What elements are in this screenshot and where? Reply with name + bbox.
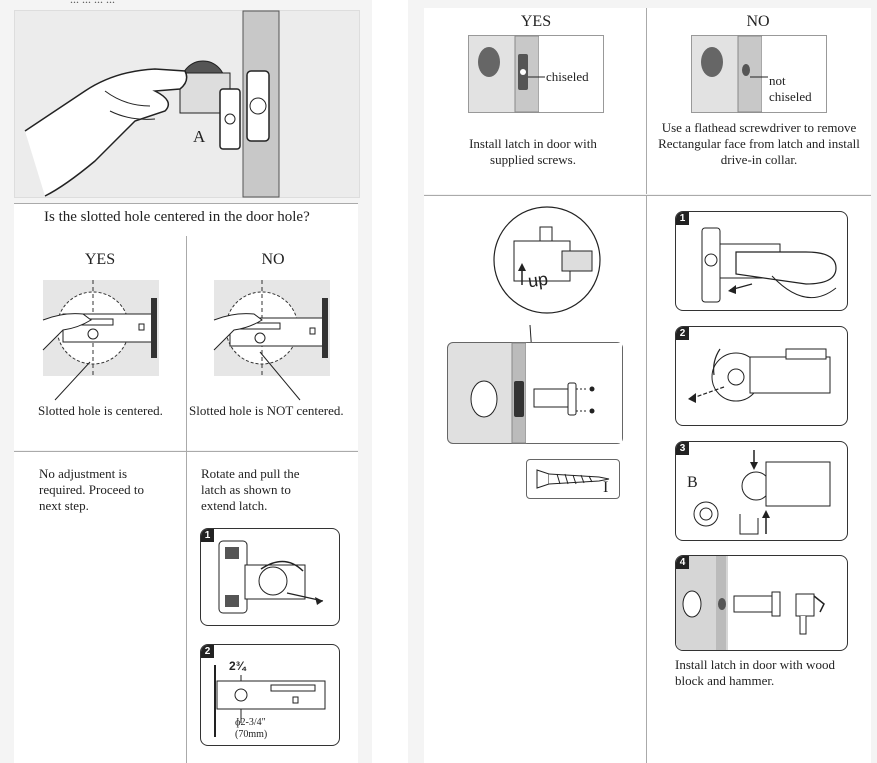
left-divider-2 xyxy=(14,451,358,452)
left-step1-badge: 1 xyxy=(201,529,214,542)
right-no-caption: Use a flathead screwdriver to remove Rec… xyxy=(658,120,860,167)
top-partial-text: ... ... ... ... xyxy=(70,0,115,7)
right-divider-1 xyxy=(424,195,871,196)
right-step3-label: B xyxy=(687,474,698,491)
question-text: Is the slotted hole centered in the door… xyxy=(44,209,310,225)
left-yes-diagram xyxy=(42,280,159,376)
left-yes-instruction: No adjustment is required. Proceed to ne… xyxy=(39,466,145,513)
right-yes-diagram xyxy=(468,35,604,113)
right-step2-box: 2 xyxy=(675,326,848,426)
right-step1-badge: 1 xyxy=(676,212,689,225)
right-step1-box: 1 xyxy=(675,211,848,311)
screw-label: I xyxy=(603,479,609,496)
right-step2-badge: 2 xyxy=(676,327,689,340)
left-step2-badge: 2 xyxy=(201,645,214,658)
left-step2-dim-bottom-1: ɸ2-3/4" xyxy=(235,717,266,728)
right-step3-badge: 3 xyxy=(676,442,689,455)
left-no-diagram xyxy=(213,280,330,376)
right-no-diagram xyxy=(691,35,827,113)
right-step4-box: 4 xyxy=(675,555,848,651)
left-no-header: NO xyxy=(261,251,285,268)
right-no-label-1: not xyxy=(769,73,786,88)
left-yes-pointer xyxy=(54,361,91,401)
left-yes-no-divider-lower xyxy=(186,452,187,763)
right-step3-box: B 3 xyxy=(675,441,848,541)
left-yes-caption: Slotted hole is centered. xyxy=(38,403,163,418)
left-divider-1 xyxy=(14,203,358,204)
left-step2-box: 2¾ ɸ2-3/4" (70mm) 2 xyxy=(200,644,340,746)
panel-a-illustration: A xyxy=(14,10,360,198)
left-step2-dim-top: 2¾ xyxy=(229,659,246,673)
left-no-instruction: Rotate and pull the latch as shown to ex… xyxy=(201,466,300,513)
left-step1-box: 1 xyxy=(200,528,340,626)
right-step4-badge: 4 xyxy=(676,556,689,569)
right-final-caption: Install latch in door with wood block an… xyxy=(675,657,835,688)
right-yes-caption: Install latch in door with supplied scre… xyxy=(469,136,597,167)
door-latch-drawing xyxy=(447,342,623,444)
up-zoom-circle xyxy=(493,206,601,384)
right-no-header: NO xyxy=(746,13,770,30)
left-yes-header: YES xyxy=(84,251,116,268)
left-step2-dim-bottom-2: (70mm) xyxy=(235,729,268,740)
right-lower-divider xyxy=(646,196,647,763)
left-no-caption: Slotted hole is NOT centered. xyxy=(189,403,344,418)
screw-box: I xyxy=(526,459,620,499)
right-yes-label: chiseled xyxy=(546,69,589,84)
label-a: A xyxy=(193,127,206,146)
hand-latch-drawing xyxy=(24,10,280,198)
right-yes-header: YES xyxy=(520,13,552,30)
right-no-label-2: chiseled xyxy=(769,89,812,104)
right-yes-no-divider xyxy=(646,8,647,194)
left-no-pointer xyxy=(259,351,301,401)
up-label: up xyxy=(526,268,550,292)
